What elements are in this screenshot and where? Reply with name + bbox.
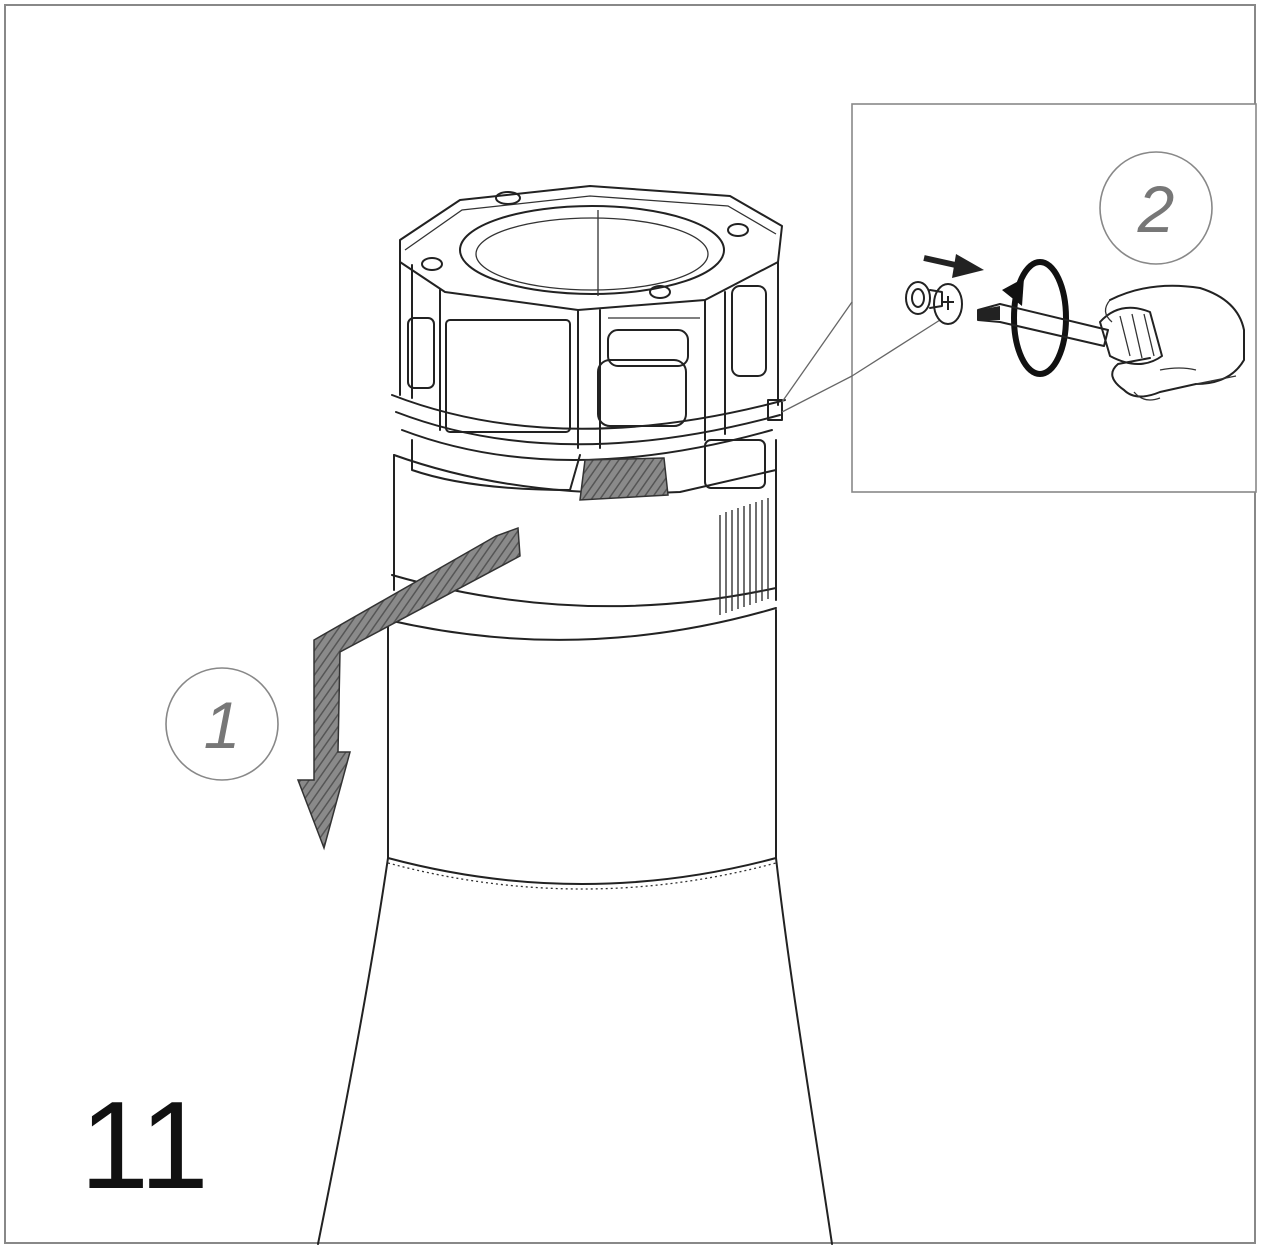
sleeve-vent-slots [719,498,769,615]
screw-icon [905,281,963,325]
callout-step-1: 1 [165,667,279,781]
rotate-arrow-icon [1002,259,1069,377]
chimney-assembly-icon [391,185,786,501]
outer-frame [4,4,1256,1244]
push-arrow-icon [923,254,984,278]
detail-inset: 2 [781,103,1257,493]
callout-step-1-label: 1 [204,688,241,762]
hand-icon [1104,284,1245,401]
callout-step-2: 2 [1099,151,1213,265]
pull-down-arrow-icon [296,526,521,851]
hood-body-icon [317,439,833,1245]
step-number: 11 [80,1077,209,1215]
screwdriver-icon [977,303,1163,365]
callout-step-2-label: 2 [1137,172,1175,246]
